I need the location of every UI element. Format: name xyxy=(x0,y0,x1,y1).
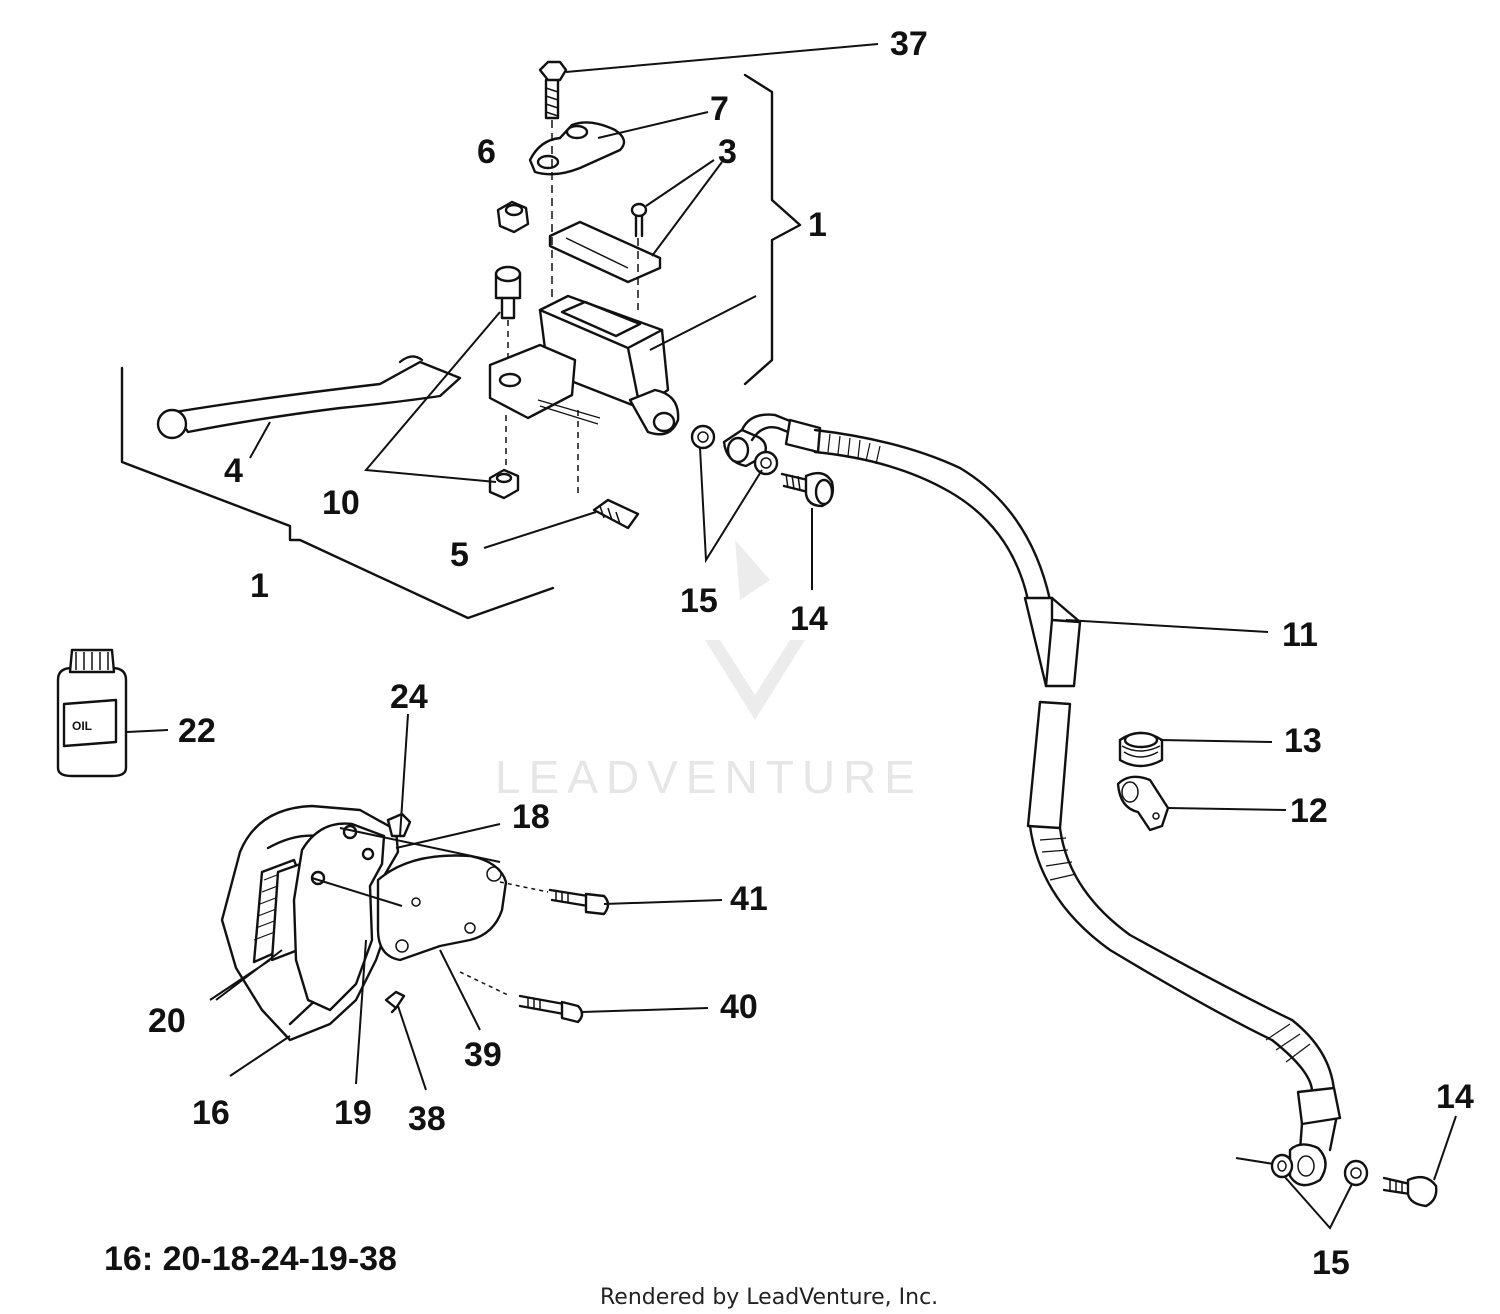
callout-12: 12 xyxy=(1290,792,1328,830)
caliper-group xyxy=(220,804,610,1042)
callout-22: 22 xyxy=(178,712,216,750)
callout-19: 19 xyxy=(334,1094,372,1132)
callout-labels: 37 7 6 3 1 4 10 5 1 15 14 11 22 24 13 12… xyxy=(148,25,1474,1282)
washer-15b-icon xyxy=(753,450,779,476)
leader-lines xyxy=(125,43,1457,1230)
caliper-bracket-39-icon xyxy=(376,854,508,962)
callout-11: 11 xyxy=(1282,616,1318,654)
master-cylinder-group xyxy=(120,60,802,620)
callout-24: 24 xyxy=(390,678,428,716)
nut-10-icon xyxy=(488,468,520,500)
master-cylinder-body xyxy=(488,294,680,436)
callout-18: 18 xyxy=(512,798,550,836)
callout-40: 40 xyxy=(720,988,758,1026)
washer-15-icon xyxy=(690,424,716,450)
banjo-fittings-bottom xyxy=(1235,1153,1438,1208)
callout-14-bottom: 14 xyxy=(1436,1078,1474,1116)
callout-13: 13 xyxy=(1284,722,1322,760)
callout-15-top: 15 xyxy=(680,582,718,620)
brake-switch-5-icon xyxy=(592,498,640,530)
callout-7: 7 xyxy=(710,90,729,128)
nut-6-icon xyxy=(496,200,530,234)
brake-hose-11 xyxy=(740,413,1342,1187)
callout-39: 39 xyxy=(464,1036,502,1074)
callout-3: 3 xyxy=(718,133,737,171)
kit-formula: 16: 20-18-24-19-38 xyxy=(104,1240,397,1278)
bleeder-24-icon xyxy=(386,812,412,838)
callout-1-left: 1 xyxy=(250,567,269,605)
oil-label: OIL xyxy=(72,719,92,733)
washer-15d-icon xyxy=(1343,1159,1369,1187)
clamp-12-icon xyxy=(1116,775,1170,832)
pivot-bolt-10-icon xyxy=(494,265,522,320)
callout-20: 20 xyxy=(148,1002,186,1040)
brake-fluid-bottle-22-icon: OIL xyxy=(56,648,128,778)
callout-38: 38 xyxy=(408,1100,446,1138)
group-bracket-top xyxy=(743,73,802,386)
callout-4: 4 xyxy=(224,452,243,490)
screw-3-icon xyxy=(630,202,648,238)
brake-lever-4-icon xyxy=(156,355,462,440)
callout-14-top: 14 xyxy=(790,600,828,638)
grommet-13-icon xyxy=(1118,731,1164,768)
banjo-bolt-14b-icon xyxy=(1382,1175,1438,1208)
washer-15c-icon xyxy=(1270,1153,1294,1179)
leadventure-watermark: LEADVENTURE xyxy=(495,540,923,803)
banjo-bolt-14-icon xyxy=(780,471,835,508)
callout-15-bottom: 15 xyxy=(1312,1244,1350,1282)
callout-37: 37 xyxy=(890,25,928,63)
callout-16: 16 xyxy=(192,1094,230,1132)
group-bracket-left xyxy=(120,366,555,620)
footer-credit: Rendered by LeadVenture, Inc. xyxy=(600,1285,938,1310)
bolt-41-icon xyxy=(548,888,610,916)
callout-6: 6 xyxy=(477,133,496,171)
callout-41: 41 xyxy=(730,880,768,918)
pin-38-icon xyxy=(384,990,406,1014)
clamp-7-icon xyxy=(528,121,626,176)
callout-5: 5 xyxy=(450,536,469,574)
bolt-37-icon xyxy=(538,60,568,120)
callout-1-top: 1 xyxy=(808,206,827,244)
watermark-text: LEADVENTURE xyxy=(495,751,923,803)
callout-10: 10 xyxy=(322,484,360,522)
banjo-fittings-top xyxy=(690,424,835,508)
reservoir-cover xyxy=(548,220,662,284)
bolt-40-icon xyxy=(518,994,584,1024)
